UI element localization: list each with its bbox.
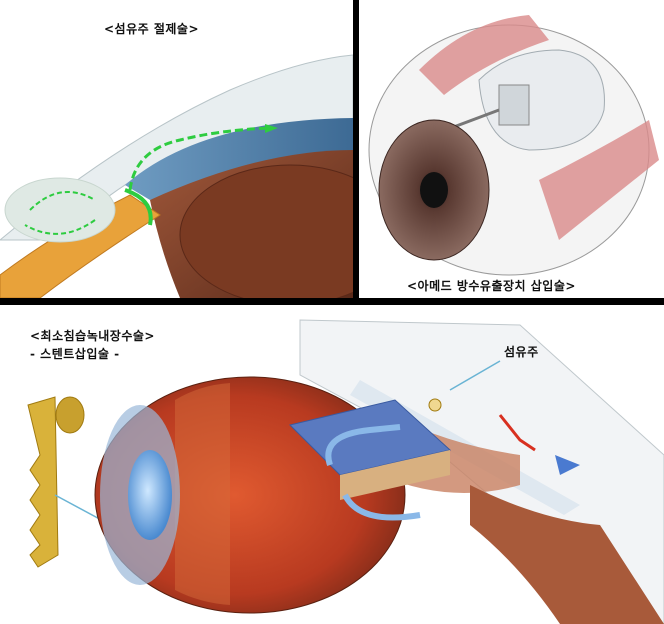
stent-device <box>27 396 59 568</box>
ahmed-valve-panel: <아메드 방수유출장치 삽입술> <box>359 0 664 298</box>
migs-illustration <box>27 319 664 624</box>
migs-caption-line2: - 스텐트삽입술 - <box>30 347 120 361</box>
migs-caption-line1: <최소침습녹내장수술> <box>30 329 155 343</box>
trabecular-label: 섬유주 <box>504 345 539 359</box>
ahmed-valve-illustration <box>368 15 659 276</box>
trabeculectomy-illustration <box>0 54 353 298</box>
flow-arrow <box>124 188 153 226</box>
trabeculectomy-caption: <섬유주 절제술> <box>104 22 200 36</box>
trabeculectomy-panel: <섬유주 절제술> <box>0 0 353 298</box>
ahmed-valve-caption: <아메드 방수유출장치 삽입술> <box>407 279 576 293</box>
migs-panel: <최소침습녹내장수술> - 스텐트삽입술 - 섬유주 <box>0 305 664 624</box>
